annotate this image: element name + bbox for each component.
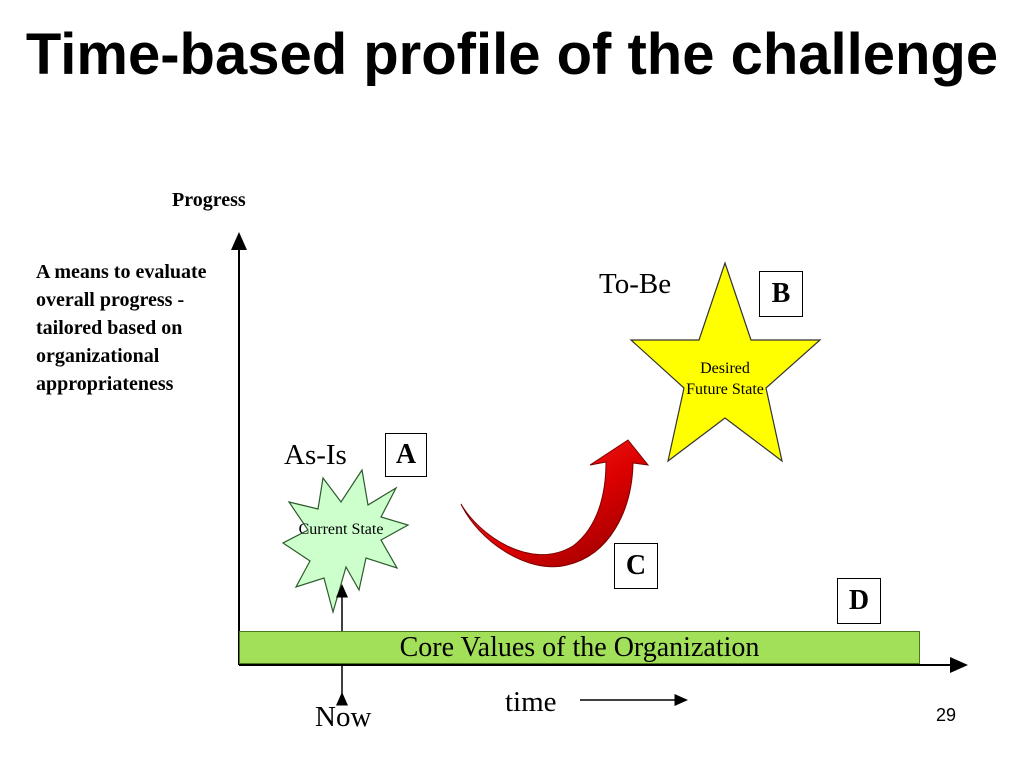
box-a: A bbox=[385, 433, 427, 477]
side-note: A means to evaluate overall progress - t… bbox=[36, 261, 207, 395]
desired-state-star bbox=[629, 261, 822, 463]
progress-arrow bbox=[460, 439, 650, 568]
x-axis-label: time bbox=[505, 686, 557, 718]
box-d: D bbox=[837, 578, 881, 624]
to-be-label: To-Be bbox=[599, 268, 672, 300]
desired-state-text: Desired Future State bbox=[686, 360, 764, 398]
box-c: C bbox=[614, 543, 658, 589]
current-state-starburst bbox=[281, 468, 410, 615]
box-b: B bbox=[759, 271, 803, 317]
core-values-bar: Core Values of the Organization bbox=[239, 631, 920, 664]
as-is-label: As-Is bbox=[284, 439, 347, 471]
current-state-text: Current State bbox=[298, 521, 384, 538]
now-label: Now bbox=[315, 701, 372, 733]
y-axis-label: Progress bbox=[172, 189, 246, 211]
page-number: 29 bbox=[936, 705, 957, 725]
page-title: Time-based profile of the challenge bbox=[25, 22, 999, 87]
